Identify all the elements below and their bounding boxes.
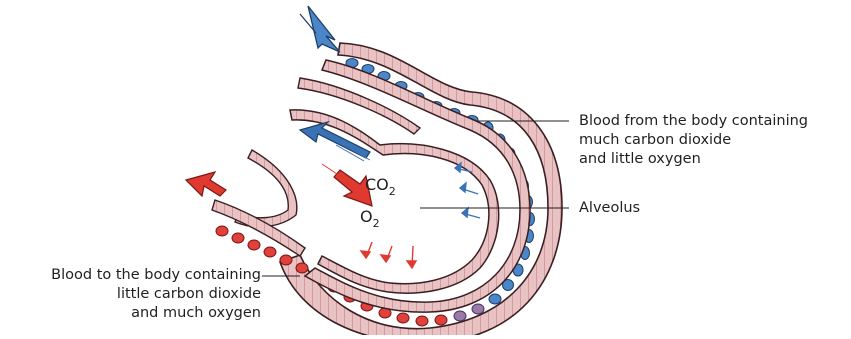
label-blood-to-body-line2: little carbon dioxide bbox=[117, 285, 261, 304]
blood-out-arrow bbox=[186, 172, 226, 196]
label-blood-to-body-line3: and much oxygen bbox=[131, 304, 261, 323]
o2-diffusion-arrows bbox=[361, 242, 416, 268]
label-blood-from-body-line1: Blood from the body containing bbox=[579, 112, 808, 131]
o2-label: O2 bbox=[360, 207, 380, 230]
label-blood-from-body-line2: much carbon dioxide bbox=[579, 131, 731, 150]
label-blood-from-body-line3: and little oxygen bbox=[579, 150, 701, 169]
label-alveolus: Alveolus bbox=[579, 199, 640, 218]
label-blood-to-body-line1: Blood to the body containing bbox=[51, 266, 261, 285]
blood-in-arrow bbox=[300, 6, 340, 52]
alveolar-wall bbox=[290, 110, 499, 293]
